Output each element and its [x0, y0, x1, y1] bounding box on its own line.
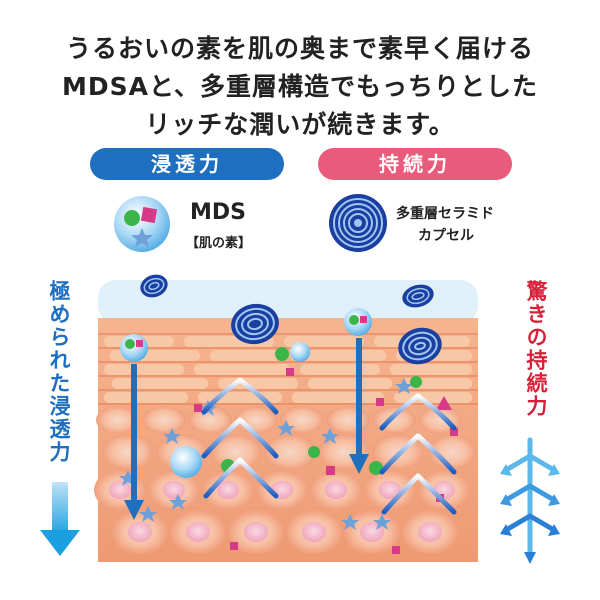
persistence-branch-arrows — [201, 337, 457, 535]
mds-sublabel: 【肌の素】 — [186, 236, 252, 251]
right-branch-arrow — [500, 437, 560, 564]
persistence-vertical-label: 驚きの持続力 — [524, 280, 548, 418]
capsule-label-line-1: 多重層セラミド — [396, 206, 494, 222]
mds-molecule-icon — [114, 196, 170, 252]
penetration-vertical-label: 極められた浸透力 — [47, 280, 71, 464]
capsule-label-line-2: カプセル — [418, 228, 474, 244]
stratum-corneum — [98, 280, 478, 324]
penetration-pill: 浸透力 — [90, 148, 284, 180]
headline-line-1: うるおいの素を肌の奥まで素早く届ける — [65, 34, 534, 63]
mds-molecules-entering — [120, 308, 372, 362]
scattered-particles — [119, 342, 458, 554]
mds-label: MDS — [190, 200, 246, 225]
headline: うるおいの素を肌の奥まで素早く届ける MDSAと、多重層構造でもっちりとした リ… — [0, 30, 600, 144]
ceramide-capsules — [140, 274, 442, 365]
left-down-arrow — [40, 482, 80, 556]
headline-line-2: MDSAと、多重層構造でもっちりとした — [62, 72, 538, 101]
headline-line-3: リッチな潤いが続きます。 — [145, 110, 455, 139]
penetration-arrows — [124, 338, 369, 520]
persistence-pill: 持続力 — [318, 148, 512, 180]
ceramide-capsule-icon — [329, 194, 387, 252]
